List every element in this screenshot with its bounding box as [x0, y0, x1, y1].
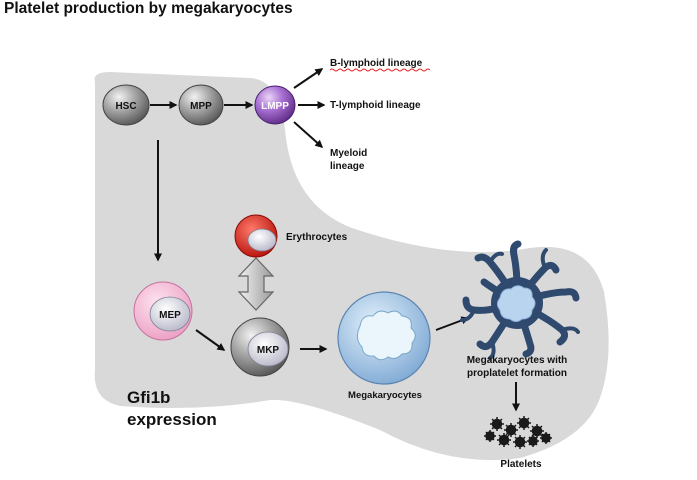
megakaryocyte-nucleus	[356, 310, 416, 361]
b-lymphoid-underline	[329, 68, 431, 72]
arrow-lmpp-myeloid	[293, 121, 324, 148]
platelets-label: Platelets	[500, 459, 542, 470]
lmpp-label: LMPP	[261, 101, 289, 112]
mep-label: MEP	[159, 310, 181, 321]
b-lymphoid-label: B-lymphoid lineage	[330, 58, 423, 69]
proplatelet-label-line2: proplatelet formation	[467, 368, 567, 379]
gfi1b-line1: Gfi1b	[127, 388, 171, 407]
diagram-title: Platelet production by megakaryocytes	[4, 0, 293, 17]
hsc-cell: HSC	[102, 84, 150, 126]
proplatelet-label-line1: Megakaryocytes with	[467, 355, 568, 366]
lmpp-cell: LMPP	[254, 85, 296, 125]
myeloid-label-line2: lineage	[330, 161, 365, 172]
mpp-label: MPP	[190, 101, 212, 112]
t-lymphoid-label: T-lymphoid lineage	[330, 100, 421, 111]
hsc-label: HSC	[115, 101, 136, 112]
gfi1b-line2: expression	[127, 410, 217, 429]
megakaryocytes-label: Megakaryocytes	[348, 390, 422, 401]
mpp-cell: MPP	[178, 84, 224, 126]
arrow-mep-mkp	[195, 329, 226, 351]
mkp-cell: MKP	[230, 317, 290, 377]
background-region	[94, 72, 609, 461]
megakaryocyte-cell	[337, 291, 431, 385]
platelet-cluster	[484, 416, 552, 449]
double-arrow-erythrocyte-mkp	[237, 257, 275, 311]
erythrocytes-label: Erythrocytes	[286, 232, 348, 243]
proplatelet-megakaryocyte	[460, 240, 580, 360]
erythrocyte-cell	[234, 214, 278, 258]
arrow-lmpp-b	[293, 68, 324, 89]
mkp-label: MKP	[257, 345, 280, 356]
gfi1b-expression-label: Gfi1b expression	[127, 387, 217, 431]
mep-cell: MEP	[133, 281, 193, 341]
myeloid-label-line1: Myeloid	[330, 148, 367, 159]
